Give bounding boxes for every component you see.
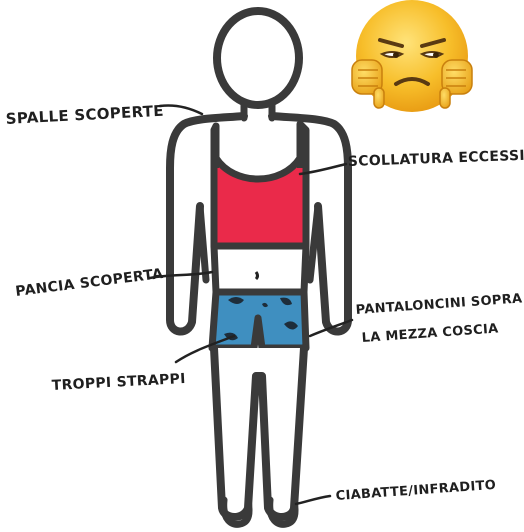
belly (214, 246, 306, 292)
label-scollatura-eccessiva: SCOLLATURA ECCESSIVA (348, 147, 524, 170)
pointer-ciabatte (296, 496, 330, 504)
head (217, 11, 299, 105)
label-ciabatte-infradito: CIABATTE/INFRADITO (335, 478, 496, 504)
label-troppi-strappi: TROPPI STRAPPI (51, 371, 186, 394)
label-pantaloncini-line2: LA MEZZA COSCIA (361, 321, 499, 346)
label-spalle-scoperte: SPALLE SCOPERTE (5, 102, 164, 128)
unamused-face-thumbs-down-icon (352, 0, 472, 112)
label-pantaloncini-line1: PANTALONCINI SOPRA (355, 291, 523, 318)
pointer-spalle (160, 105, 202, 114)
figure (170, 11, 348, 524)
left-thumb-down (352, 60, 384, 108)
legs (214, 348, 304, 517)
label-pancia-scoperta: PANCIA SCOPERTA (15, 266, 165, 300)
right-thumb-down (440, 60, 472, 108)
belly-button (256, 272, 258, 279)
